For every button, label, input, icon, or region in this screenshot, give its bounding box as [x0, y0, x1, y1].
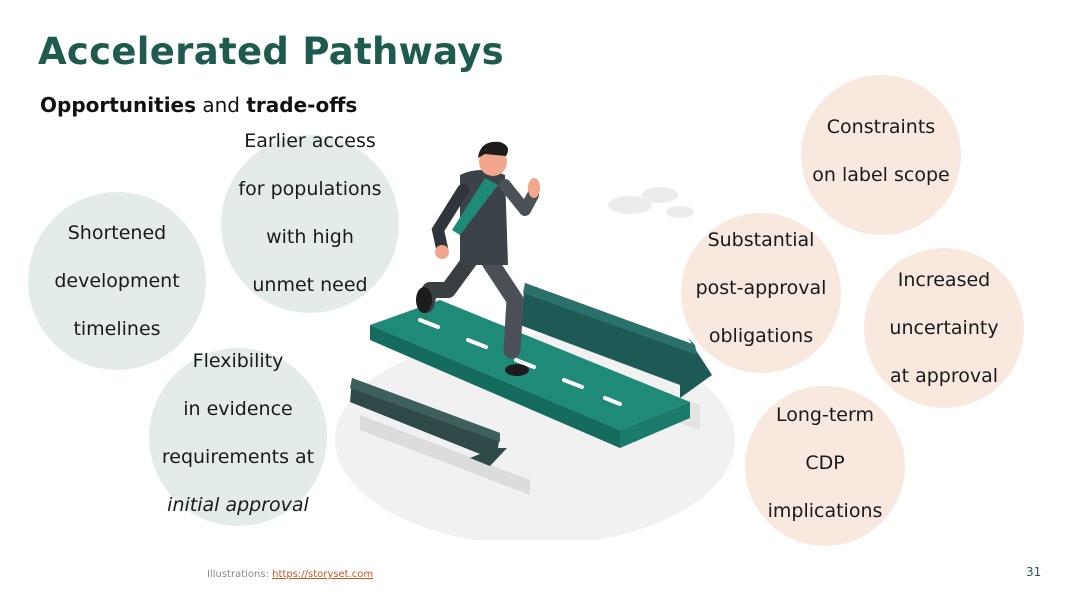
- page-number: 31: [1026, 565, 1042, 579]
- slide-title: Accelerated Pathways: [38, 30, 505, 73]
- bubble-text-line: Long-term: [776, 404, 874, 426]
- running-man-illustration: [335, 141, 735, 540]
- bubble-text-line: development: [54, 270, 180, 292]
- tradeoff-bubble-uncertainty: Increased uncertainty at approval: [864, 248, 1024, 408]
- bubble-text-line: post-approval: [695, 277, 827, 299]
- bubble-text-line: uncertainty: [889, 317, 999, 339]
- bubble-text-line: Increased: [897, 269, 991, 291]
- bubble-text-line: in evidence: [183, 398, 293, 420]
- bubble-text-line: obligations: [708, 325, 814, 347]
- subtitle-opportunities: Opportunities: [40, 93, 197, 117]
- bubble-text-line: on label scope: [812, 164, 950, 186]
- opportunity-bubble-earlier-access: Earlier access for populations with high…: [221, 130, 399, 313]
- bubble-text-line: Flexibility: [192, 350, 284, 372]
- tradeoff-bubble-label-scope: Constraints on label scope: [801, 75, 961, 235]
- man-figure: [416, 141, 540, 376]
- footer-label: Illustrations:: [207, 569, 273, 580]
- tradeoff-bubble-post-approval: Substantial post-approval obligations: [681, 213, 841, 373]
- bubble-text-line: implications: [767, 500, 883, 522]
- bubble-text-line: Shortened: [67, 222, 167, 244]
- tradeoff-bubble-cdp-implications: Long-term CDP implications: [745, 386, 905, 546]
- bubble-text-line: Earlier access: [244, 130, 376, 152]
- arrow-shape-right: [520, 283, 712, 398]
- bubble-text-line: Constraints: [826, 116, 936, 138]
- bubble-text-line: requirements at: [161, 446, 315, 468]
- slide-subtitle: Opportunities and trade-offs: [40, 93, 357, 117]
- bubble-text-line: Substantial: [707, 229, 815, 251]
- bubble-text-line: timelines: [73, 318, 161, 340]
- storyset-link[interactable]: https://storyset.com: [272, 569, 374, 580]
- opportunity-bubble-flexibility: Flexibility in evidence requirements at …: [149, 348, 327, 526]
- bubble-text-line: initial approval: [167, 494, 309, 516]
- bubble-text-line: CDP: [805, 452, 845, 474]
- bubble-text-line: at approval: [889, 365, 999, 387]
- bubble-text-line: for populations: [238, 178, 382, 200]
- opportunity-bubble-shortened-timelines: Shortened development timelines: [28, 192, 206, 370]
- bubble-text-line: unmet need: [252, 274, 368, 296]
- bubble-text-line: with high: [266, 226, 354, 248]
- subtitle-connector: and: [196, 93, 247, 117]
- footer-credit: Illustrations: https://storyset.com: [207, 569, 373, 580]
- subtitle-tradeoffs: trade-offs: [246, 93, 358, 117]
